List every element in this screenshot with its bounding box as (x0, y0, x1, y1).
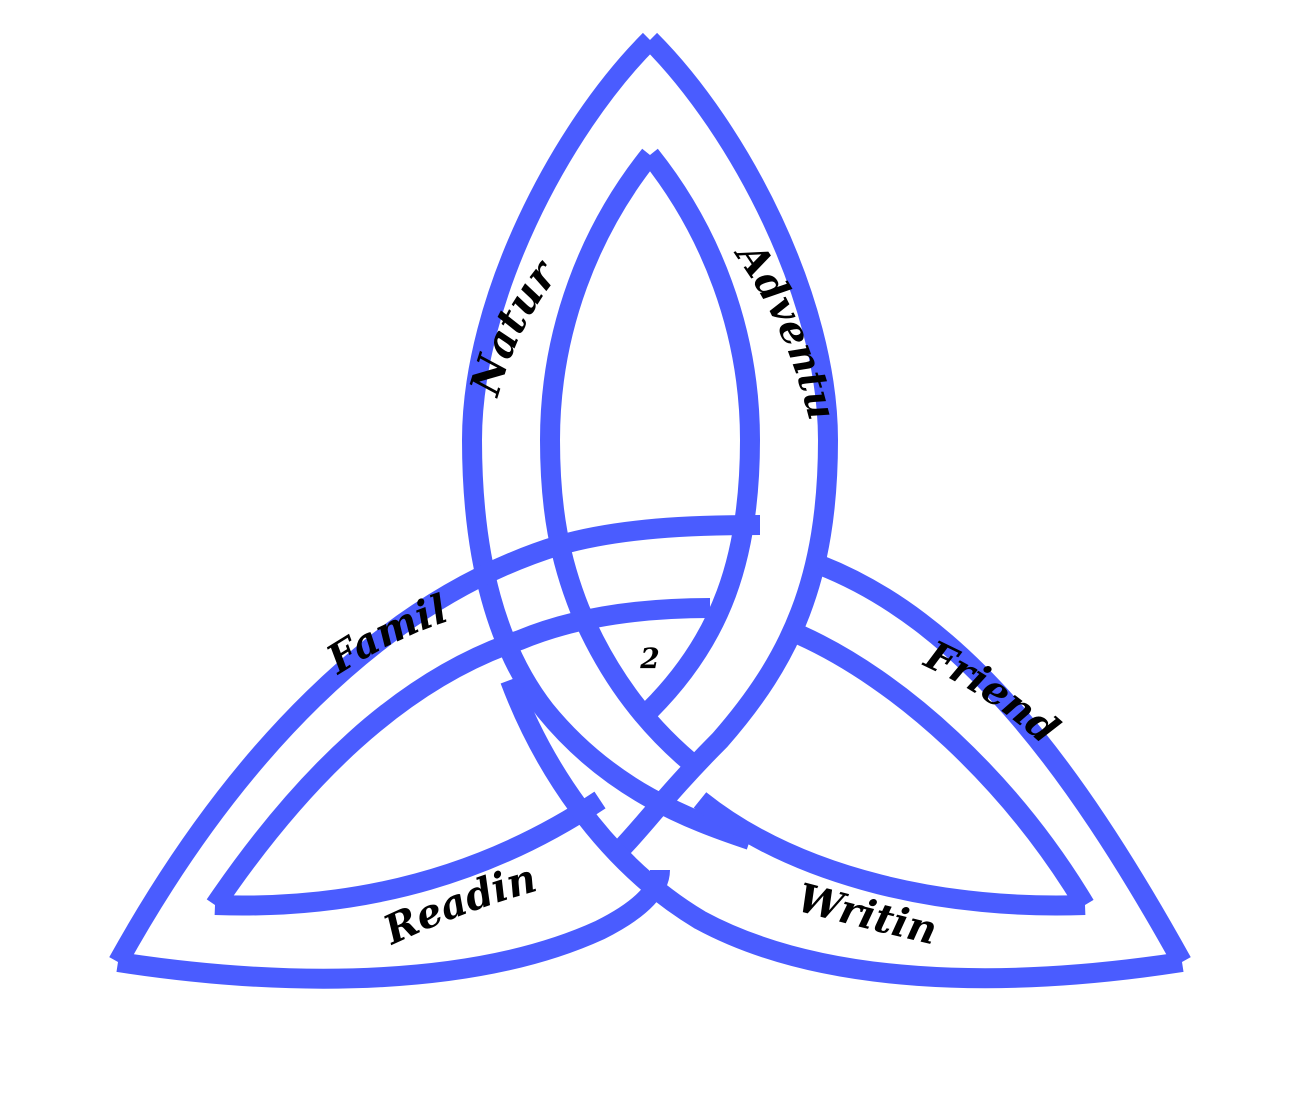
right-loop-bottom-outer (500, 676, 1184, 989)
label-adventure: Adventure (0, 0, 846, 425)
right-loop-bottom-inner (693, 792, 1086, 916)
top-loop-band-right-inner (642, 148, 761, 718)
label-center: 2 (639, 642, 659, 675)
label-family: Family (0, 0, 453, 684)
label-nature: Nature (0, 0, 568, 403)
left-loop-bottom-outer (116, 869, 670, 989)
top-loop-band-inner (539, 148, 707, 778)
label-reading: Reading (0, 0, 542, 954)
knot-loops (109, 32, 1191, 989)
right-loop-outer (816, 555, 1191, 967)
left-loop-outer (109, 515, 761, 967)
top-loop-band-right (612, 32, 839, 858)
right-loop-inner (795, 625, 1094, 911)
left-loop-inner (206, 598, 711, 911)
left-loop-bottom-inner (214, 791, 606, 916)
top-loop-band (461, 32, 754, 850)
